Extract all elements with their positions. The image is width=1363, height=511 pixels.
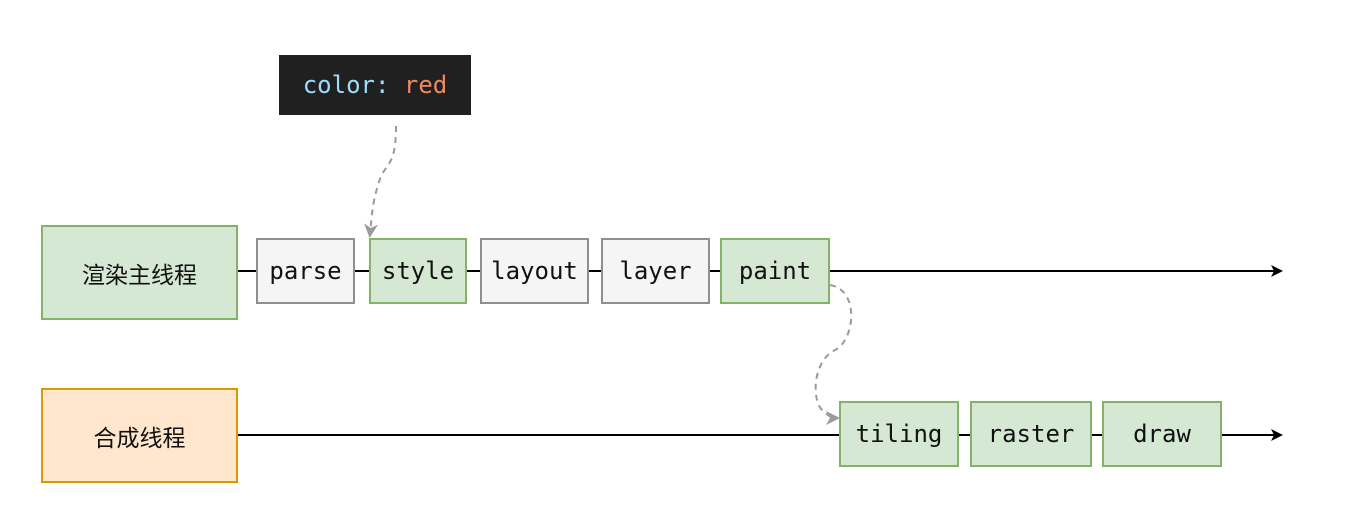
step-draw: draw — [1102, 401, 1222, 467]
paint-to-tiling-connector — [814, 284, 853, 425]
code-separator: : — [374, 71, 404, 99]
step-raster: raster — [970, 401, 1092, 467]
step-layer: layer — [601, 238, 710, 304]
main-thread-label: 渲染主线程 — [41, 225, 238, 320]
step-style: style — [369, 238, 467, 304]
step-parse: parse — [256, 238, 355, 304]
step-paint: paint — [720, 238, 830, 304]
step-layout: layout — [480, 238, 589, 304]
code-to-style-connector — [364, 125, 397, 238]
code-value: red — [403, 71, 448, 99]
step-tiling: tiling — [839, 401, 959, 467]
code-property: color — [302, 71, 375, 99]
compositor-thread-label: 合成线程 — [41, 388, 238, 483]
code-snippet: color: red — [279, 55, 471, 115]
